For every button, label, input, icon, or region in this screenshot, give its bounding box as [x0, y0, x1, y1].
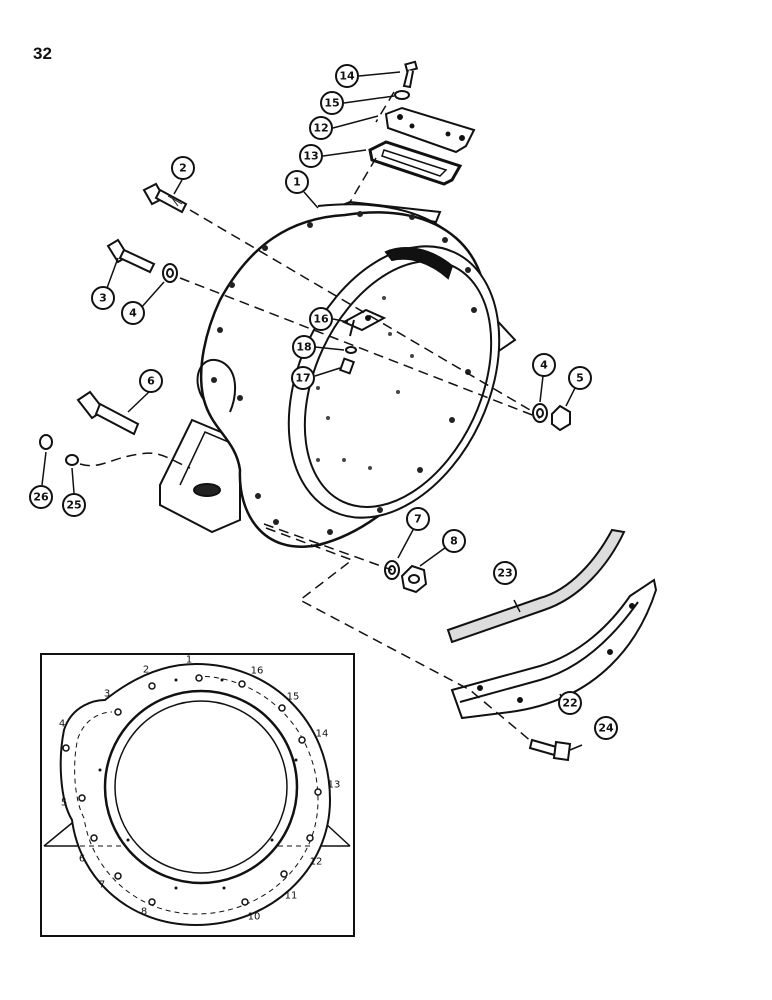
inset-label-11: 11	[285, 891, 298, 902]
callout-label: 14	[339, 70, 355, 83]
callout-label: 17	[295, 372, 310, 385]
washer-15	[394, 90, 410, 100]
cover-plate	[384, 106, 476, 154]
callout-label: 3	[99, 292, 107, 305]
plug-26	[39, 434, 53, 450]
callout-15: 15	[320, 91, 344, 115]
callout-label: 7	[414, 513, 422, 526]
washer-25	[65, 454, 79, 466]
inset-label-7: 7	[99, 880, 105, 891]
flywheel-housing	[159, 200, 517, 548]
callout-23: 23	[493, 561, 517, 585]
gasket-23	[446, 528, 626, 644]
nut-5	[551, 404, 571, 432]
callout-group: 14 15 12 13 1 2 3 4 16 18 17 6 4 5 7 8 2…	[29, 64, 618, 740]
callout-17: 17	[291, 366, 315, 390]
lock-washer-4-left	[162, 263, 178, 283]
bolt-24	[528, 738, 572, 762]
plate-16	[341, 308, 387, 337]
inset-label-6: 6	[79, 854, 85, 865]
callout-16: 16	[309, 307, 333, 331]
washer-4-right	[532, 403, 548, 423]
callout-25: 25	[62, 493, 86, 517]
callout-label: 16	[313, 313, 329, 326]
callout-26: 26	[29, 485, 53, 509]
callout-label: 24	[598, 722, 614, 735]
capscrew-6	[76, 390, 140, 436]
inset-label-16: 16	[251, 666, 264, 677]
callout-7: 7	[406, 507, 430, 531]
callout-label: 4	[129, 307, 137, 320]
callout-label: 6	[147, 375, 155, 388]
inset-label-14: 14	[316, 729, 329, 740]
callout-label: 2	[179, 162, 187, 175]
callout-6: 6	[139, 369, 163, 393]
callout-4-right: 4	[532, 353, 556, 377]
inset-label-12: 12	[310, 857, 323, 868]
callout-14: 14	[335, 64, 359, 88]
callout-label: 8	[450, 535, 458, 548]
callout-5: 5	[568, 366, 592, 390]
inset-label-13: 13	[328, 780, 341, 791]
callout-label: 18	[296, 341, 311, 354]
bolt-17	[338, 357, 356, 375]
callout-label: 1	[293, 176, 301, 189]
callout-12: 12	[309, 116, 333, 140]
callout-8: 8	[442, 529, 466, 553]
bolt-3	[106, 238, 156, 274]
page-number: 32	[33, 44, 52, 63]
callout-label: 5	[576, 372, 584, 385]
inset-label-5: 5	[61, 798, 67, 809]
callout-label: 13	[303, 150, 318, 163]
washer-18	[345, 346, 357, 354]
callout-22: 22	[558, 691, 582, 715]
callout-label: 4	[540, 359, 548, 372]
nut-8	[400, 564, 428, 594]
inset-label-4: 4	[59, 719, 65, 730]
callout-label: 15	[324, 97, 339, 110]
inset-hole-diagram: 1 2 3 4 5 6 7 8 10 11 12 13 14 15 16	[40, 653, 355, 937]
cover-gasket	[368, 140, 463, 186]
callout-label: 22	[562, 697, 577, 710]
callout-label: 26	[33, 491, 49, 504]
inset-label-10: 10	[248, 912, 261, 923]
bolt-14	[402, 60, 419, 89]
inset-label-3: 3	[104, 689, 110, 700]
callout-1: 1	[285, 170, 309, 194]
inset-label-2: 2	[143, 665, 149, 676]
callout-label: 23	[497, 567, 512, 580]
callout-label: 12	[313, 122, 328, 135]
inset-label-1: 1	[186, 655, 192, 666]
inset-label-8: 8	[141, 907, 147, 918]
callout-label: 25	[66, 499, 81, 512]
inset-label-15: 15	[287, 692, 300, 703]
callout-13: 13	[299, 144, 323, 168]
bolt-2	[142, 182, 188, 214]
callout-24: 24	[594, 716, 618, 740]
callout-18: 18	[292, 335, 316, 359]
pan-plate-22	[450, 578, 658, 720]
callout-3: 3	[91, 286, 115, 310]
callout-4-left: 4	[121, 301, 145, 325]
callout-2: 2	[171, 156, 195, 180]
